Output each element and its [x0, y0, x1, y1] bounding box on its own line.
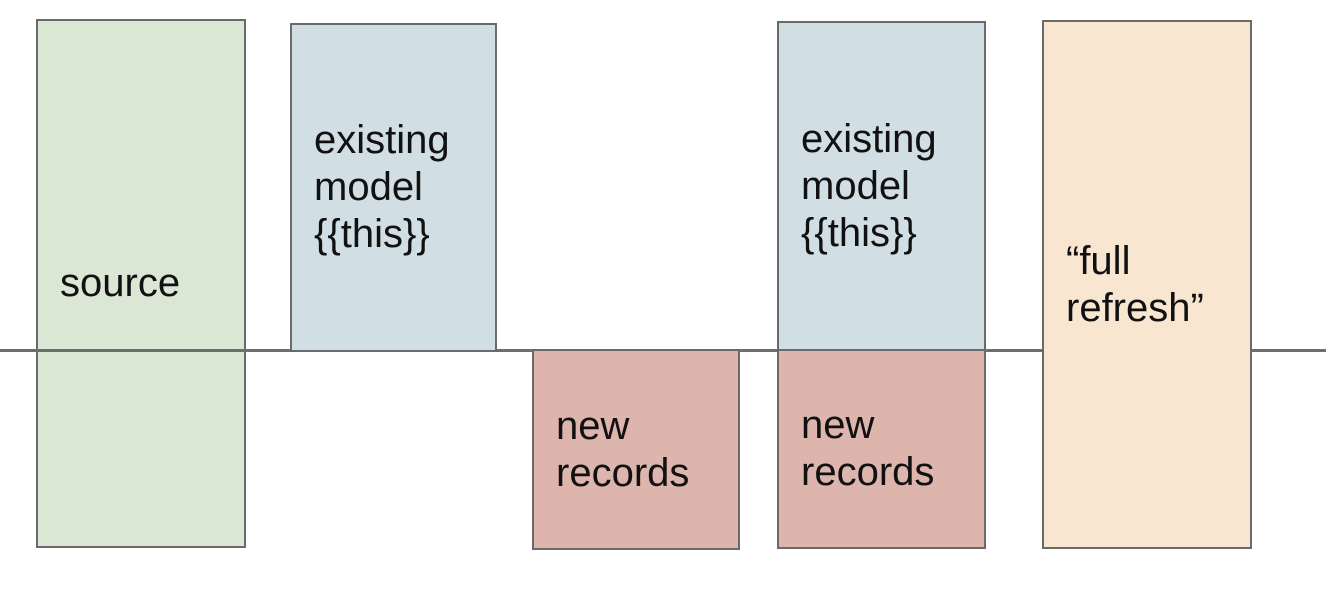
- existing-model-label-1: existing model {{this}}: [314, 118, 450, 256]
- new-records-label-2: new records: [801, 403, 935, 494]
- existing-model-label-2: existing model {{this}}: [801, 117, 937, 255]
- existing-model-box-2: existing model {{this}}: [777, 21, 986, 352]
- source-label: source: [60, 261, 181, 305]
- new-records-label-1: new records: [556, 403, 690, 495]
- new-records-box-1: new records: [532, 349, 740, 550]
- full-refresh-label: “full refresh”: [1066, 238, 1204, 330]
- source-box: source: [36, 19, 246, 548]
- full-refresh-box: “full refresh”: [1042, 20, 1252, 549]
- new-records-box-2: new records: [777, 349, 986, 549]
- existing-model-box-1: existing model {{this}}: [290, 23, 497, 352]
